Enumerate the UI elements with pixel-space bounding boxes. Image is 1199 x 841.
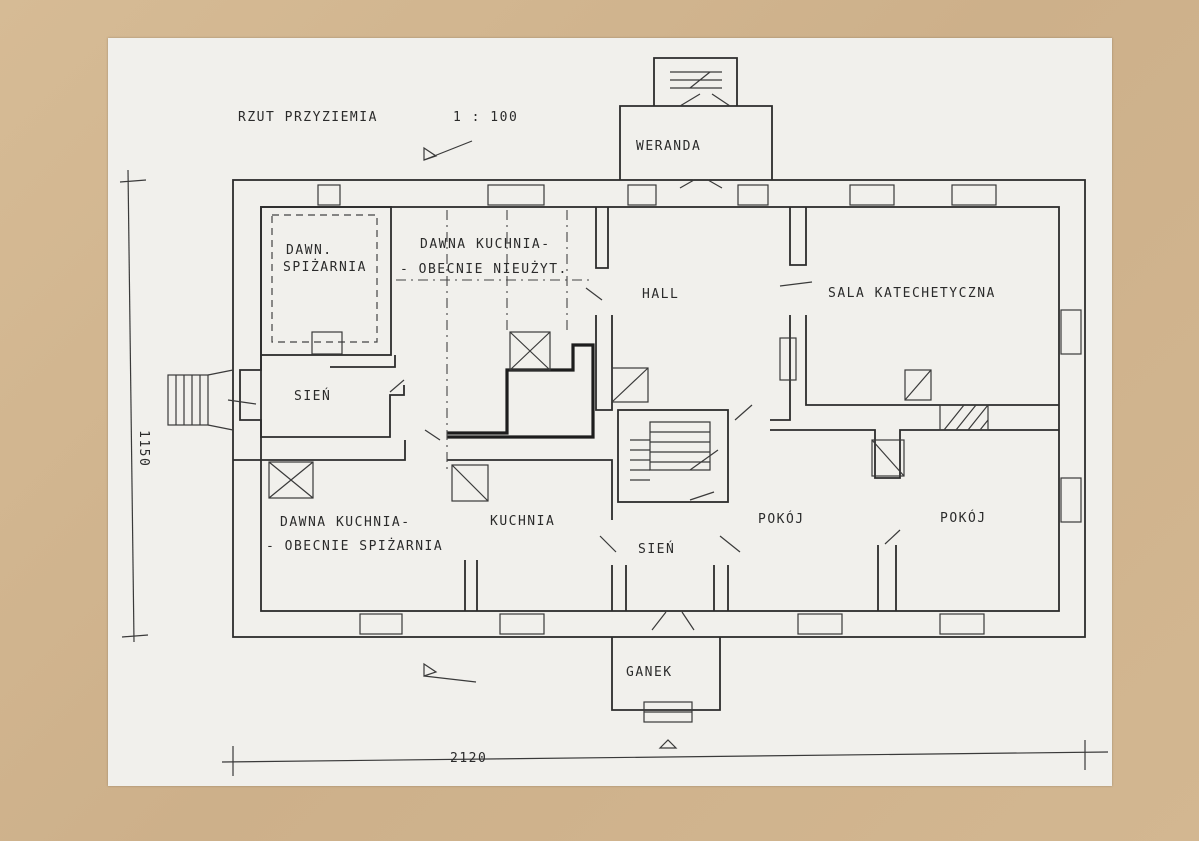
section-marker-bottom: [423, 662, 477, 683]
dimension-width: 2120: [221, 740, 1109, 776]
label-ganek: GANEK: [626, 665, 673, 680]
former-kitchen-dash-lines: [396, 210, 590, 470]
label-dawna-spizarnia-line2: SPIŻARNIA: [283, 259, 367, 275]
drawing-sheet: RZUT PRZYZIEMIA 1 : 100: [108, 38, 1112, 786]
label-hall: HALL: [642, 287, 679, 302]
dimension-height-label: 1150: [136, 430, 151, 467]
label-sien-center: SIEŃ: [638, 541, 675, 557]
section-marker-top: [423, 140, 473, 161]
label-dawna-kuchnia-top-line2: - OBECNIE NIEUŻYT.: [400, 261, 568, 277]
windows: [317, 184, 1082, 635]
floor-plan-drawing: RZUT PRZYZIEMIA 1 : 100: [119, 57, 1109, 776]
label-pokoj-2: POKÓJ: [940, 510, 987, 526]
label-sala-katechetyczna: SALA KATECHETYCZNA: [828, 286, 996, 301]
outer-walls: [232, 179, 1086, 638]
dimension-height: 1150: [119, 169, 151, 643]
veranda: [619, 57, 773, 180]
plan-title: RZUT PRZYZIEMIA: [238, 110, 378, 125]
label-pokoj-1: POKÓJ: [758, 511, 805, 527]
label-dawna-kuchnia-top-line1: DAWNA KUCHNIA-: [420, 237, 551, 252]
label-weranda: WERANDA: [636, 139, 701, 154]
door-swings: [227, 179, 901, 631]
dimension-width-label: 2120: [450, 751, 487, 766]
ganek: [611, 637, 721, 749]
left-stairs: [167, 369, 234, 431]
interior-walls: [233, 206, 1059, 611]
label-dawna-kuchnia-bottom-line1: DAWNA KUCHNIA-: [280, 515, 411, 530]
label-dawna-kuchnia-bottom-line2: - OBECNIE SPIŻARNIA: [266, 538, 443, 554]
label-sien-left: SIEŃ: [294, 388, 331, 404]
label-dawna-spizarnia-line1: DAWN.: [286, 243, 333, 258]
plan-scale: 1 : 100: [453, 110, 518, 125]
chimney-flues: [268, 331, 932, 502]
label-kuchnia: KUCHNIA: [490, 514, 555, 529]
